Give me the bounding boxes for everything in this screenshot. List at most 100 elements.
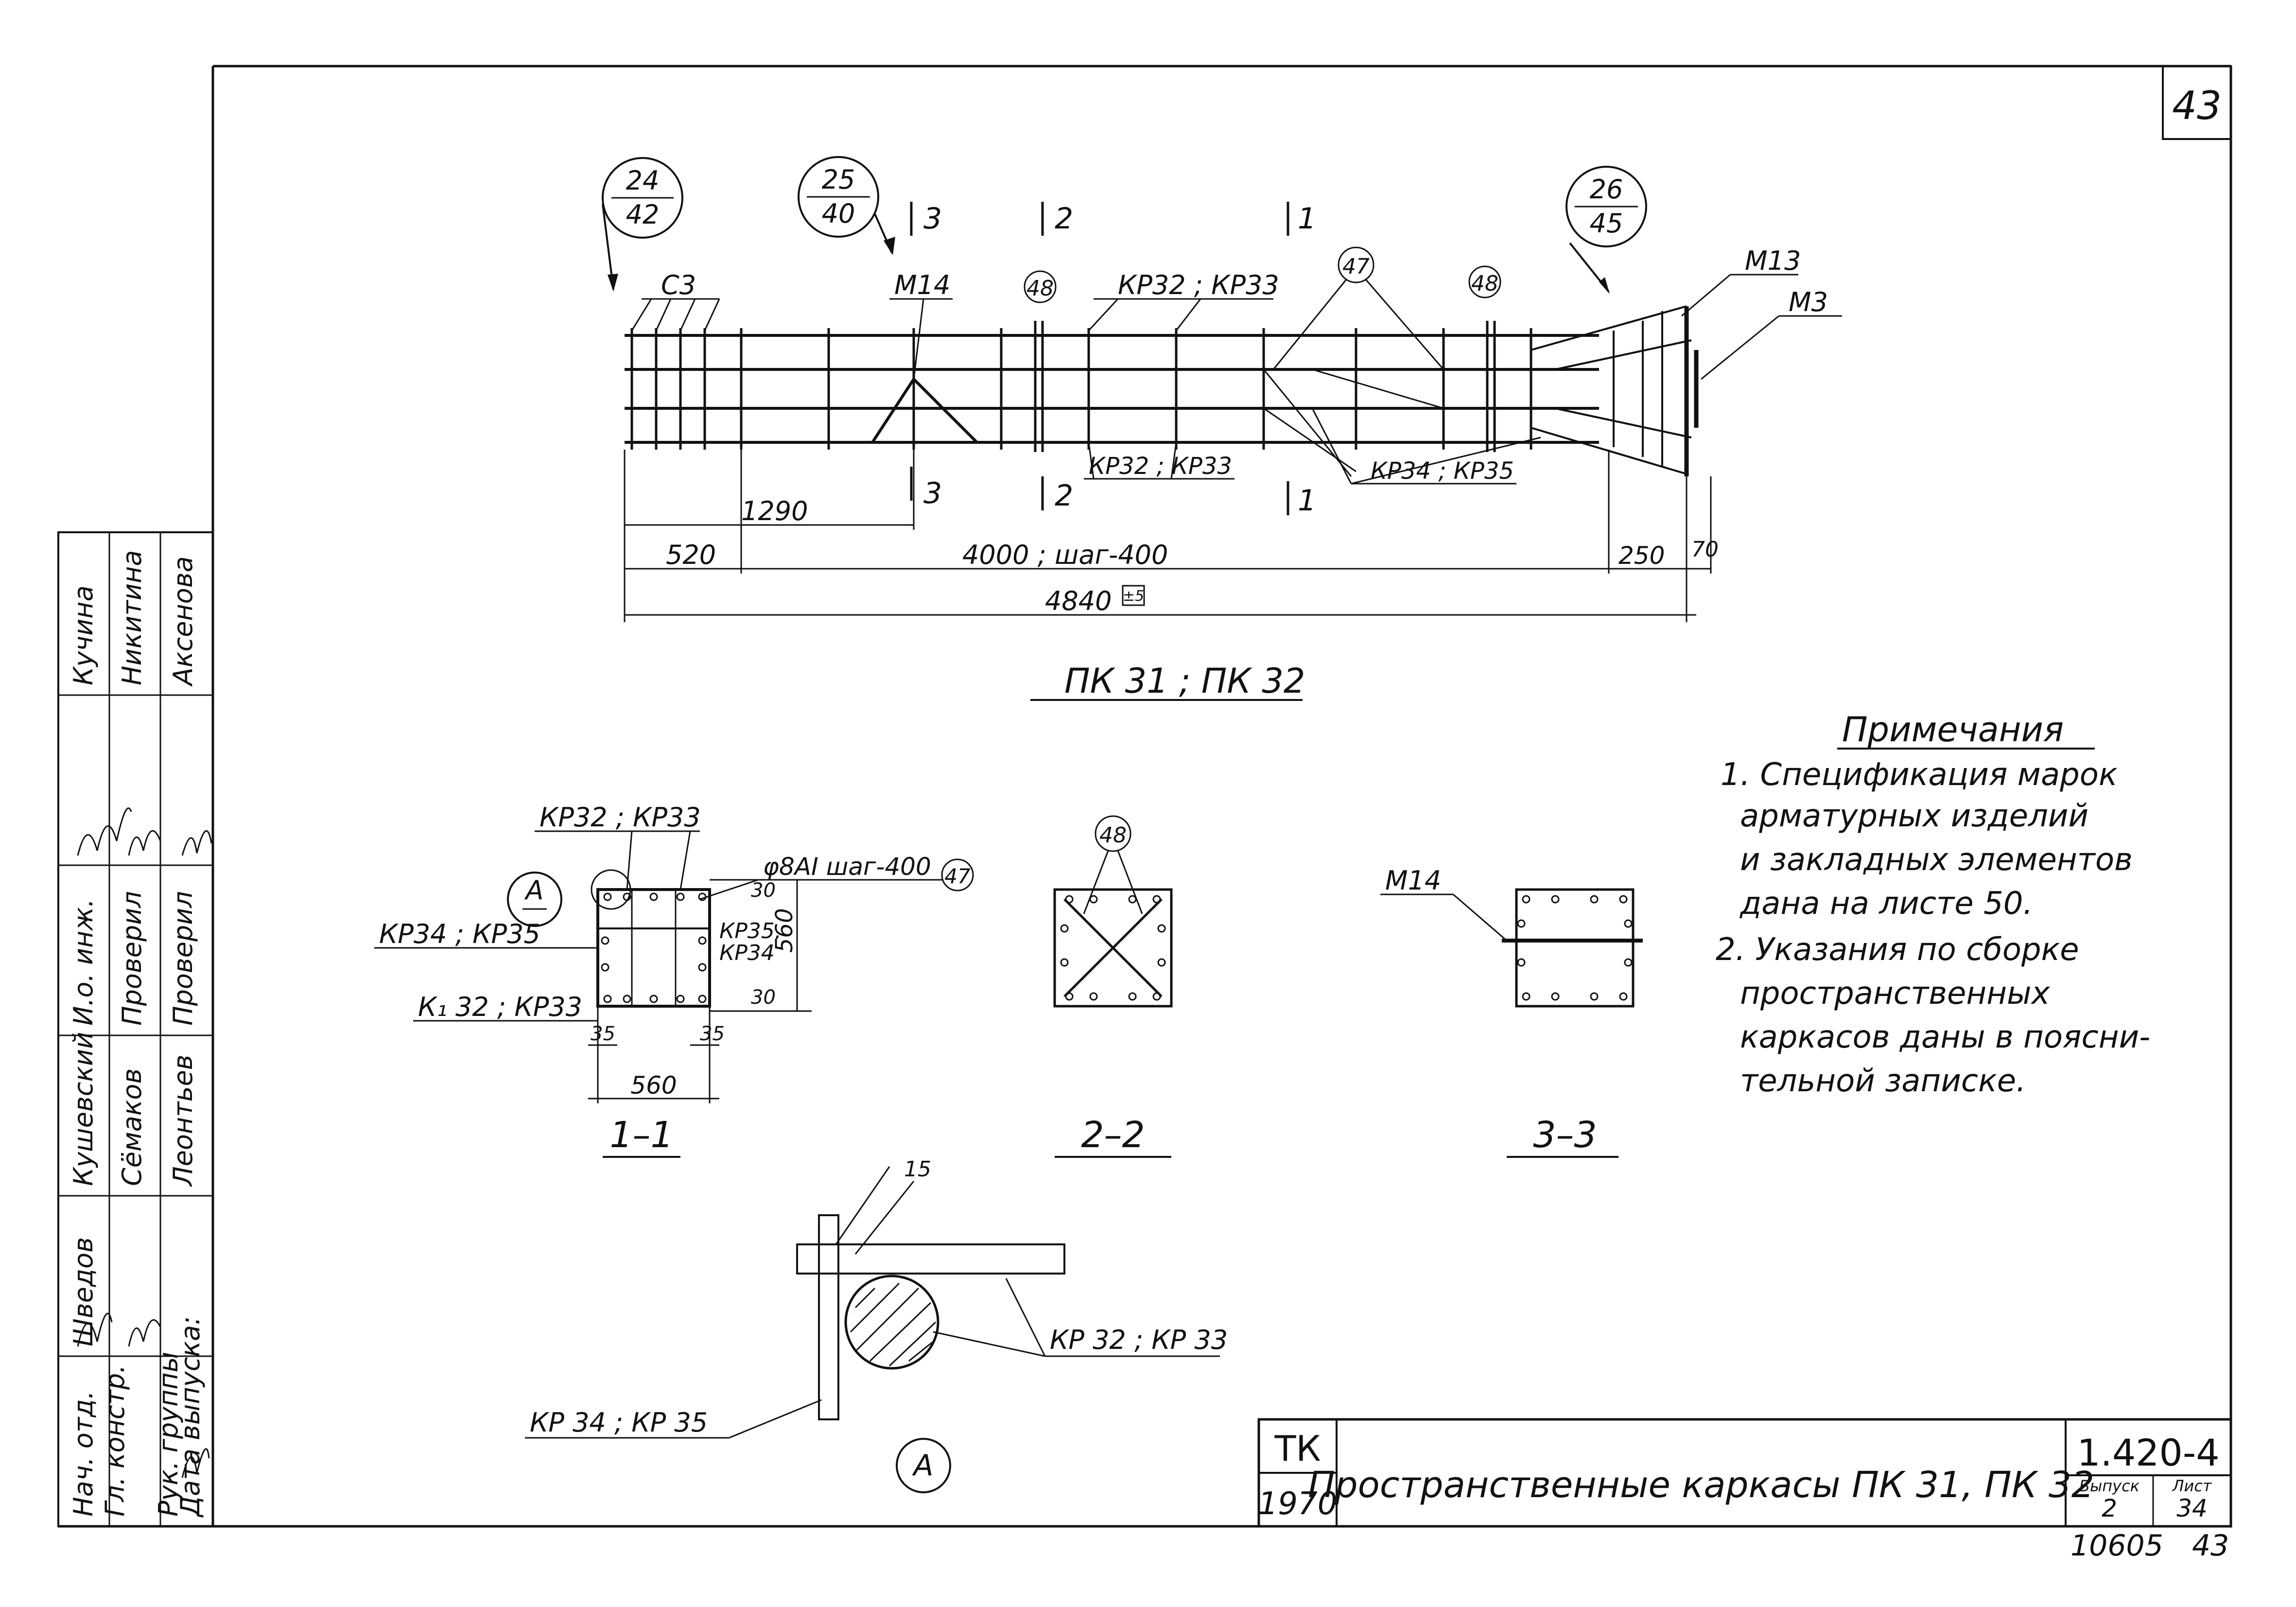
section-mark-1-bottom: 1 <box>1298 484 1316 518</box>
notes-line-3: и закладных элементов <box>1740 842 2133 878</box>
side-name-3: Сёмаков <box>117 1068 147 1186</box>
stamp-org: ТК <box>1274 1428 1321 1469</box>
dim-1290: 1290 <box>741 496 808 526</box>
section-1-1: КР32 ; КР33 φ8АI шаг-400 47 А КР34 ; КР3… <box>374 802 974 1158</box>
sec2-caption: 2–2 <box>1081 1114 1145 1156</box>
callout-26: 26 <box>1590 174 1623 205</box>
callout-42: 42 <box>626 199 660 230</box>
stamp-code: 1.420-4 <box>2077 1431 2219 1474</box>
stamp-sheet: 34 <box>2176 1494 2208 1522</box>
notes-block: Примечания 1. Спецификация марок арматур… <box>1716 710 2150 1099</box>
main-elevation: 24 42 25 40 26 45 3 3 2 <box>602 156 1842 701</box>
sec2-pos: 48 <box>1099 823 1127 848</box>
label-pos48-left: 48 <box>1026 276 1054 301</box>
section-mark-3-bottom: 3 <box>923 476 942 510</box>
side-name-4: Леонтьев <box>168 1054 198 1187</box>
sec1-bar-label: φ8АI шаг-400 <box>763 853 931 881</box>
dim-250: 250 <box>1618 541 1665 570</box>
diagonal-ties <box>1263 368 1444 477</box>
label-m3: М3 <box>1789 287 1828 317</box>
label-pos47: 47 <box>1342 254 1370 279</box>
section-mark-1-top: 1 <box>1298 202 1316 236</box>
dim-70: 70 <box>1691 537 1719 562</box>
stamp-sheet-label: Лист <box>2172 1477 2212 1495</box>
label-kr32-33-top: КР32 ; КР33 <box>1118 270 1279 300</box>
section-mark-2-top: 2 <box>1055 202 1073 236</box>
label-m14: М14 <box>894 270 950 300</box>
dim-4840: 4840 <box>1045 586 1112 616</box>
dim-520: 520 <box>666 540 716 570</box>
label-c3: С3 <box>661 270 696 300</box>
section-mark-2-bottom: 2 <box>1055 479 1073 513</box>
stamp-issue: 2 <box>2102 1494 2117 1522</box>
notes-line-7: каркасов даны в поясни- <box>1740 1019 2150 1055</box>
sec1-right-label-2: КР34 <box>719 941 775 965</box>
callout-45: 45 <box>1590 208 1623 239</box>
detail-dim-15: 15 <box>904 1157 931 1182</box>
side-role-4: Дата выпуска: <box>175 1316 206 1518</box>
side-role-2: Гл. констр. <box>100 1365 130 1517</box>
side-name-2: Кушевский <box>68 1032 99 1186</box>
sheet-number: 43 <box>2172 83 2222 128</box>
detail-label-left: КР 34 ; КР 35 <box>530 1407 708 1438</box>
footer-number: 10605 <box>2070 1529 2163 1563</box>
sec1-right-label-1: КР35, <box>719 919 782 943</box>
section-mark-3-top: 3 <box>923 202 942 236</box>
callout-25-40: 25 40 <box>798 156 895 255</box>
notes-line-2: арматурных изделий <box>1740 798 2088 834</box>
detail-a: 15 КР 32 ; КР 33 КР 34 ; КР 35 А <box>525 1157 1228 1493</box>
end-anchorage <box>1531 305 1699 476</box>
section-2-2: 48 2–2 <box>1053 815 1173 1158</box>
sec1-caption: 1–1 <box>609 1114 673 1156</box>
detail-label-right: КР 32 ; КР 33 <box>1050 1325 1228 1355</box>
notes-line-1: 1. Спецификация марок <box>1721 757 2118 793</box>
notes-title: Примечания <box>1842 710 2064 750</box>
sec1-detail-mark: А <box>524 875 544 906</box>
callout-25: 25 <box>822 164 855 195</box>
sec3-label: М14 <box>1385 865 1441 896</box>
label-pos48-right: 48 <box>1471 271 1498 296</box>
notes-line-8: тельной записке. <box>1740 1063 2026 1099</box>
notes-line-5: 2. Указания по сборке <box>1716 932 2079 968</box>
elevation-labels: С3 М14 48 КР32 ; КР33 47 48 М13 <box>631 245 1842 485</box>
side-approval-block: Нач. отд. Гл. констр. Рук. группы Дата в… <box>57 531 214 1527</box>
sec3-caption: 3–3 <box>1533 1114 1597 1156</box>
side-engineer-3: Аксенова <box>168 556 198 687</box>
callout-24: 24 <box>626 165 660 196</box>
sec1-left-label: КР34 ; КР35 <box>379 919 540 949</box>
dim-4840-tolerance: ±5 <box>1123 588 1144 605</box>
label-m13: М13 <box>1745 245 1801 276</box>
m14-v-bars <box>871 377 978 444</box>
sec1-bottom-label: К₁ 32 ; КР33 <box>418 992 582 1022</box>
sec1-dim-30b: 30 <box>751 986 776 1009</box>
pos48-bars <box>1034 321 1496 452</box>
stirrups <box>630 328 1532 450</box>
side-role-1: Нач. отд. <box>68 1391 99 1517</box>
sec1-dim-30a: 30 <box>751 879 776 902</box>
callout-40: 40 <box>822 198 855 229</box>
detail-mark: А <box>911 1449 933 1483</box>
side-eng-role-3: Проверил <box>168 891 198 1026</box>
footer-sheet: 43 <box>2192 1529 2229 1563</box>
notes-line-4: дана на листе 50. <box>1739 886 2033 922</box>
dimension-lines <box>624 450 1712 622</box>
section-3-3: М14 3–3 <box>1380 865 1643 1158</box>
side-role-3: Рук. группы <box>153 1352 184 1517</box>
longitudinal-bars <box>625 334 1599 444</box>
side-eng-role-1: И.о. инж. <box>68 899 99 1026</box>
sec1-dim-560v: 560 <box>771 908 798 953</box>
label-kr32-33-bottom: КР32 ; КР33 <box>1089 453 1232 480</box>
callout-24-42: 24 42 <box>602 157 683 292</box>
side-engineer-2: Никитина <box>117 550 147 685</box>
sec1-bar-pos: 47 <box>944 864 971 888</box>
stamp-issue-label: Выпуск <box>2079 1477 2140 1495</box>
main-title: ПК 31 ; ПК 32 <box>1064 661 1305 701</box>
signature-marks <box>77 807 212 1478</box>
dim-4000: 4000 ; шаг-400 <box>962 540 1168 570</box>
sec1-top-label: КР32 ; КР33 <box>539 802 701 833</box>
side-eng-role-2: Проверил <box>117 891 147 1026</box>
sec1-dim-35a: 35 <box>591 1023 615 1045</box>
callout-26-45: 26 45 <box>1565 166 1647 294</box>
notes-line-6: пространственных <box>1740 976 2051 1012</box>
